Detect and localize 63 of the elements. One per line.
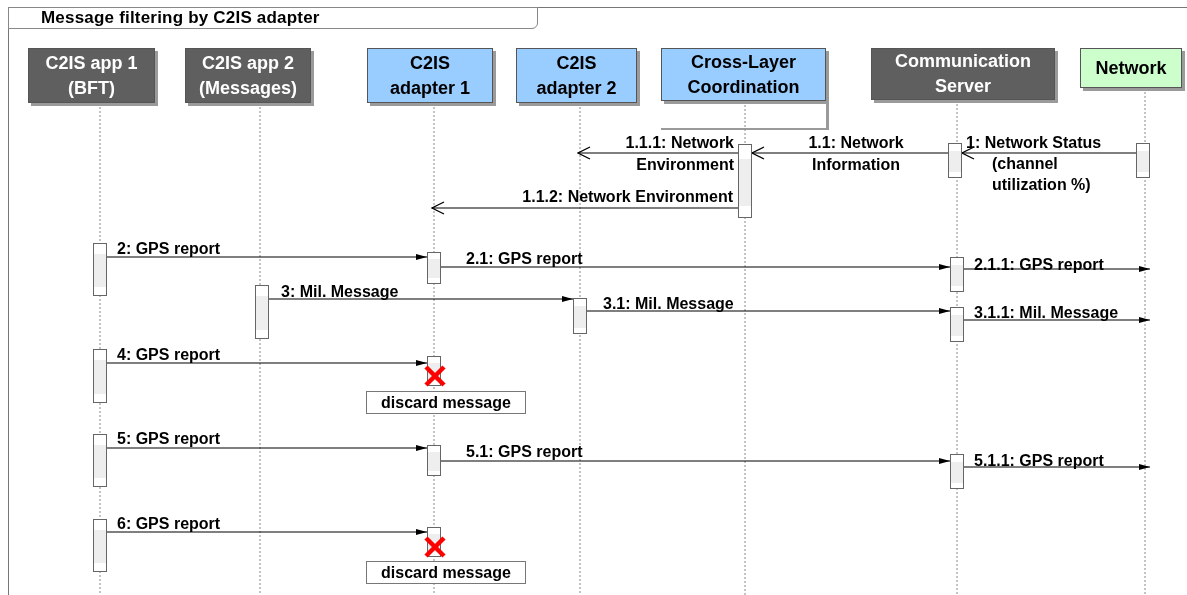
participant-label: Network	[1095, 56, 1167, 80]
activation-bar	[93, 243, 107, 296]
activation-bar	[93, 519, 107, 572]
edge-label: 1: Network Status (channel utilization %)	[966, 133, 1103, 195]
activation-bar	[950, 454, 964, 489]
message-arrow	[268, 296, 574, 302]
activation-bar	[427, 252, 441, 284]
participant-label: C2IS app 1 (BFT)	[44, 51, 139, 100]
participant-label: C2IS app 2 (Messages)	[198, 51, 298, 100]
edge-label: 5.1.1: GPS report	[973, 452, 1105, 470]
edge-label: 1.1: Network Information	[807, 133, 905, 175]
edge-label: 4: GPS report	[116, 346, 222, 364]
message-arrow	[586, 308, 951, 314]
note-text: discard message	[381, 393, 511, 412]
activation-bar	[93, 349, 107, 403]
message-arrow	[106, 445, 428, 451]
message-arrow	[963, 464, 1151, 470]
message-arrow	[440, 264, 951, 270]
participant-box	[367, 48, 493, 103]
participant-label: Communication Server	[894, 50, 1032, 98]
message-arrow	[106, 254, 428, 260]
edge-label: 5: GPS report	[116, 430, 222, 448]
edge-label: 1.1.2: Network Environment	[521, 188, 734, 206]
edge-label: 1.1.1: Network Environment	[624, 133, 735, 175]
activation-bar	[427, 445, 441, 476]
note-text: discard message	[381, 563, 511, 582]
edge-label: 5.1: GPS report	[465, 443, 584, 461]
edge-label: 3.1.1: Mil. Message	[973, 304, 1120, 322]
edge-label: 2: GPS report	[116, 240, 222, 258]
diagram-title: Message filtering by C2IS adapter	[41, 8, 320, 28]
message-arrow	[751, 146, 949, 160]
note-box	[366, 391, 526, 414]
activation-bar	[950, 257, 964, 292]
message-arrow	[106, 360, 428, 366]
activation-bar	[255, 285, 269, 339]
message-arrow	[106, 529, 428, 535]
participant-box	[661, 48, 826, 101]
activation-bar	[950, 307, 964, 342]
message-arrow	[961, 146, 1137, 160]
participant-label: Cross-Layer Coordination	[686, 50, 801, 99]
participant-label: C2IS adapter 1	[388, 51, 471, 100]
edge-label: 3.1: Mil. Message	[602, 295, 735, 313]
edge-label: 2.1: GPS report	[465, 250, 584, 268]
message-arrow	[963, 266, 1151, 272]
note-box	[366, 561, 526, 584]
edge-label: 3: Mil. Message	[280, 283, 400, 301]
message-arrow	[431, 201, 739, 215]
participant-box	[185, 48, 311, 103]
edge-label: 6: GPS report	[116, 515, 222, 533]
participant-box	[871, 48, 1055, 100]
participant-box	[28, 48, 155, 103]
message-arrow	[440, 458, 951, 464]
participant-box	[1080, 48, 1182, 88]
activation-bar	[573, 298, 587, 334]
activation-bar	[948, 143, 962, 178]
activation-bar	[1136, 143, 1150, 178]
message-arrow	[577, 146, 739, 160]
message-arrow	[963, 317, 1151, 323]
participant-box	[516, 48, 637, 103]
participant-label: C2IS adapter 2	[535, 51, 618, 100]
activation-bar	[93, 434, 107, 487]
edge-label: 2.1.1: GPS report	[973, 256, 1105, 274]
activation-bar	[738, 144, 752, 218]
